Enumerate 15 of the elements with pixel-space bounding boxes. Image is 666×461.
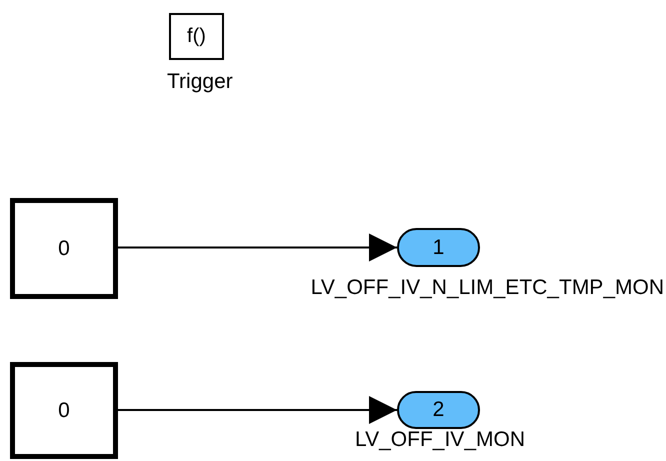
signal-arrow (118, 234, 397, 262)
trigger-block (169, 13, 224, 60)
outport-block (397, 228, 480, 267)
constant-block (10, 362, 118, 459)
block-name-label: LV_OFF_IV_MON (355, 428, 525, 452)
constant-value: 0 (58, 236, 70, 260)
signal-arrow (118, 396, 397, 424)
constant-value: 0 (58, 398, 70, 422)
constant-block (10, 198, 118, 299)
function-label: f() (187, 25, 206, 48)
port-number: 1 (432, 236, 444, 260)
block-name-label: LV_OFF_IV_N_LIM_ETC_TMP_MON (310, 276, 664, 300)
port-number: 2 (432, 398, 444, 422)
outport-block (397, 391, 480, 429)
block-name-label: Trigger (167, 70, 233, 94)
